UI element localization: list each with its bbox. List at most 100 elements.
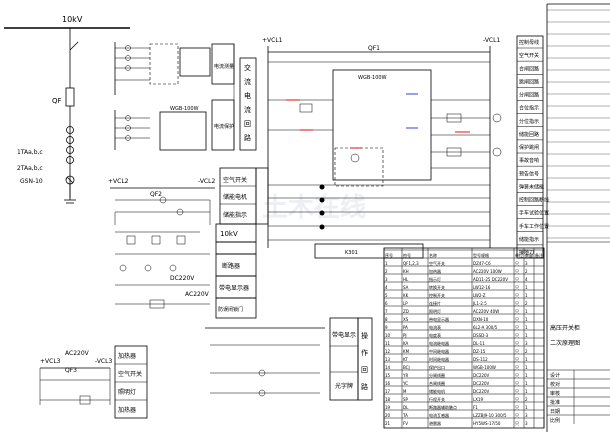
- table-cell: DC220V: [473, 389, 490, 394]
- busbar-label: 10kV: [62, 15, 83, 24]
- table-cell: 只: [515, 373, 519, 378]
- table-cell: DXN-10: [473, 317, 489, 322]
- table-cell: 1: [525, 309, 528, 314]
- table-cell: KH: [403, 269, 409, 274]
- table-cell: 只: [515, 405, 519, 410]
- breaker-label: QF: [52, 97, 62, 105]
- table-cell: 7: [385, 309, 388, 314]
- table-cell: AC220V 40W: [473, 309, 499, 314]
- table-cell: 只: [515, 261, 519, 266]
- table-cell: DC220V: [473, 381, 490, 386]
- relay-model: WGB-100W: [358, 75, 387, 81]
- table-cell: 3: [385, 277, 388, 282]
- table-cell: 3: [525, 341, 528, 346]
- aux-item-3: 加热器: [118, 406, 136, 414]
- table-cell: HL: [403, 277, 409, 282]
- table-cell: 4: [525, 277, 528, 282]
- ctrl-item-1: 储能电机: [223, 193, 247, 201]
- table-cell: 电流继电器: [429, 340, 449, 346]
- table-cell: 3: [525, 413, 528, 418]
- function-item: 分位指示: [519, 118, 539, 125]
- table-cell: 1: [525, 325, 528, 330]
- table-cell: 只: [515, 381, 519, 386]
- node-qf1: QF1: [368, 45, 380, 52]
- unit-item-0: 断路器: [222, 262, 240, 270]
- table-cell: 只: [515, 357, 519, 362]
- table-cell: 只: [515, 293, 519, 298]
- table-cell: PA: [403, 325, 408, 330]
- table-cell: 2: [385, 269, 388, 274]
- table-cell: 3: [525, 421, 528, 426]
- table-cell: LZZBJ9-10 300/5: [473, 413, 507, 418]
- table-cell: KM: [403, 349, 410, 354]
- title-row-label: 批准: [550, 399, 560, 406]
- title-row-label: 比例: [550, 417, 560, 424]
- function-item: 控制回路断线: [519, 197, 549, 204]
- table-cell: QF1,2,3: [403, 261, 419, 266]
- main-control-circuit: +VCL1 -VCL1 QF1 WGB-100W: [262, 37, 502, 259]
- table-cell: 中间继电器: [429, 348, 449, 354]
- function-item: 事故音响: [519, 157, 539, 164]
- function-item: 跳闸回路: [519, 78, 539, 85]
- table-cell: SA: [403, 285, 409, 290]
- table-cell: 1: [525, 333, 528, 338]
- ct1-label: 1TAa,b,c: [17, 149, 43, 156]
- svg-text:回: 回: [361, 366, 368, 374]
- small-box-0: 带电显示: [332, 331, 356, 339]
- table-cell: YC: [402, 381, 408, 386]
- current-protect-block: WGB-100W 电流保护 交 流 电 流 回 路: [114, 57, 257, 151]
- table-cell: 只: [515, 365, 519, 370]
- table-cell: 只: [515, 421, 519, 426]
- function-item: 手车工作位置: [519, 223, 549, 230]
- table-cell: DZ47-C6: [473, 261, 491, 266]
- function-item: 预告信号: [519, 170, 539, 177]
- table-cell: 14: [385, 365, 391, 370]
- table-cell: 21: [385, 421, 391, 426]
- table-cell: 电度表: [429, 332, 441, 338]
- table-cell: 1: [525, 389, 528, 394]
- signal-circuit: 带电显示 光字牌 操 作 回 路: [205, 317, 373, 401]
- table-cell: JL1-2.5: [472, 301, 487, 306]
- table-cell: F1: [473, 405, 478, 410]
- panel-left-mid: 电流保护: [214, 123, 234, 130]
- control-circuit-left: +VCL2 -VCL2 QF2 空气开关 储能电机 储能指示: [108, 167, 269, 225]
- table-cell: 20: [385, 413, 391, 418]
- table-cell: 1: [525, 285, 528, 290]
- table-cell: 3: [525, 261, 528, 266]
- table-cell: 2: [525, 269, 528, 274]
- table-cell: LP: [403, 301, 408, 306]
- table-cell: 2: [525, 397, 528, 402]
- table-cell: 断路器辅助触点: [429, 404, 457, 410]
- ctrl-item-2: 储能指示: [223, 211, 247, 219]
- table-cell: 空气开关: [429, 260, 445, 266]
- table-cell: 时间继电器: [429, 356, 449, 362]
- table-cell: 1: [525, 357, 528, 362]
- table-cell: KT: [403, 357, 408, 362]
- table-cell: 照明灯: [429, 308, 441, 314]
- node-vcl1n: -VCL1: [483, 37, 500, 44]
- function-item: 手车试验位置: [519, 210, 549, 217]
- table-cell: 分闸线圈: [429, 372, 445, 378]
- table-cell: 只: [515, 309, 519, 314]
- ac-circuit-vertical-label: 交 流 电 流 回 路: [244, 63, 251, 142]
- table-cell: 1: [525, 365, 528, 370]
- function-item: 合位指示: [519, 105, 539, 112]
- panel-left-top: 电流测量: [214, 63, 234, 70]
- function-item: 弹簧未储能: [519, 183, 544, 190]
- table-cell: 2: [525, 349, 528, 354]
- table-header-cell: 符号: [403, 252, 411, 258]
- node-qf2: QF2: [150, 191, 162, 198]
- aux-circuit: +VCL3 -VCL3 AC220V QF3 加热器 空气开关 照明灯 加热器: [39, 345, 148, 419]
- table-cell: 16: [385, 381, 391, 386]
- title-row-label: 设计: [550, 372, 560, 379]
- small-box-1: 光字牌: [335, 382, 353, 390]
- function-item: 保护跳闸: [519, 144, 539, 151]
- table-header-cell: 序号: [385, 252, 393, 258]
- table-cell: 带电显示器: [429, 316, 449, 322]
- table-cell: 19: [385, 405, 391, 410]
- relay-id: WGB-100W: [170, 106, 199, 112]
- table-cell: 1: [525, 405, 528, 410]
